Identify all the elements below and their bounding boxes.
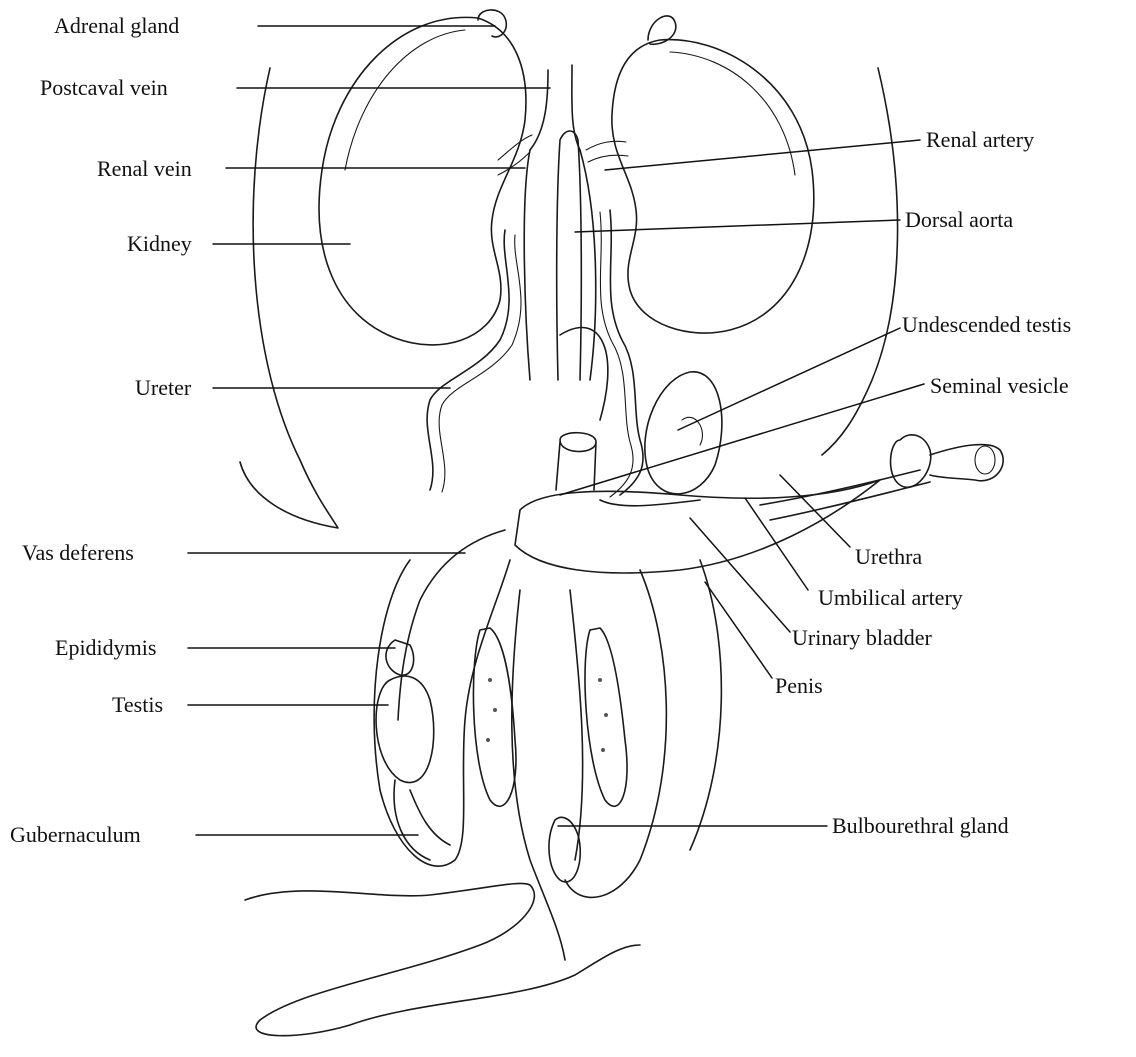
label-ureter: Ureter [135,375,191,401]
right-pelvic-structure [585,628,627,806]
undescended-testis-shape [645,372,722,494]
left-kidney-inner [345,30,465,170]
left-kidney-shape [319,17,526,345]
leader-renal-artery [605,140,920,170]
epididymis-shape [386,640,414,675]
undescended-testis-inner [682,417,702,445]
right-ureter [610,210,643,495]
dorsal-aorta-shape [557,131,582,380]
label-testis: Testis [112,692,163,718]
left-ureter [427,230,509,490]
renal-artery-shape [586,141,628,162]
penis-shaft [760,470,930,520]
label-urethra: Urethra [855,544,922,570]
body-outline-right [822,68,898,455]
stipple-dot [493,708,497,712]
urethra-opening [975,446,995,474]
vena-cava-trunk [524,150,595,380]
label-epididymis: Epididymis [55,635,156,661]
right-kidney-inner [670,52,795,175]
label-kidney: Kidney [127,231,192,257]
left-scrotum [374,560,510,866]
bulbourethral-gland-shape [549,817,580,882]
postcaval-vein-shape [530,65,580,150]
label-dorsal-aorta: Dorsal aorta [905,207,1013,233]
right-kidney-shape [612,40,814,333]
leader-umbilical-artery [745,498,808,590]
bottom-body-outline [245,883,640,1035]
leader-undescended-testis [678,328,900,430]
leader-dorsal-aorta [575,220,900,232]
label-urinary-bladder: Urinary bladder [792,625,932,651]
label-seminal-vesicle: Seminal vesicle [930,373,1069,399]
label-postcaval-vein: Postcaval vein [40,75,168,101]
stipple-dot [601,748,605,752]
label-gubernaculum: Gubernaculum [10,822,141,848]
left-ureter-inner [439,235,521,492]
left-vas-deferens [398,530,505,720]
label-renal-vein: Renal vein [97,156,192,182]
label-penis: Penis [775,673,823,699]
body-outline-left [240,68,338,528]
stipple-dot [488,678,492,682]
stipple-dot [598,678,602,682]
stipple-dot [604,713,608,717]
label-renal-artery: Renal artery [926,127,1034,153]
testis-shape [376,676,434,782]
label-adrenal-gland: Adrenal gland [54,13,179,39]
left-pelvic-structure [473,628,516,806]
label-umbilical-artery: Umbilical artery [818,585,963,611]
penis-glans [891,435,1004,487]
leader-penis [705,582,772,678]
rectum-cut [556,433,596,490]
stipple-dot [486,738,490,742]
label-vas-deferens: Vas deferens [22,540,134,566]
label-bulbourethral-gland: Bulbourethral gland [832,813,1009,839]
label-undescended-testis: Undescended testis [902,312,1071,338]
gubernaculum-shape [394,780,450,860]
central-crus [512,590,583,960]
